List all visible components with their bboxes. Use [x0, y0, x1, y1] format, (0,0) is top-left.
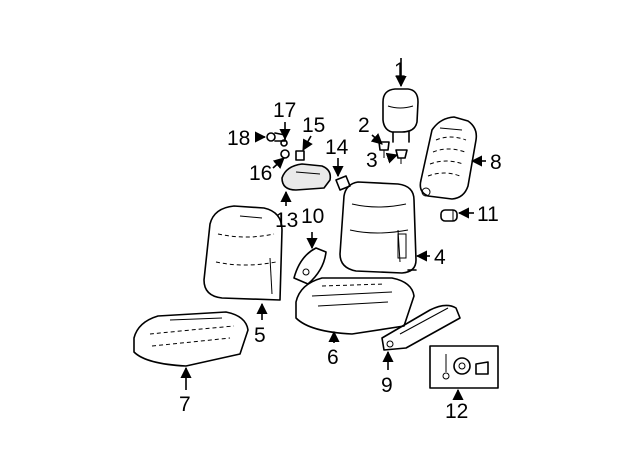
callout-11: 11 — [477, 203, 499, 226]
part-seatback-frame — [419, 116, 478, 200]
part-side-cover — [293, 247, 327, 285]
callout-1: 1 — [394, 59, 406, 82]
callout-18: 18 — [227, 127, 250, 150]
part-armrest-bracket — [335, 175, 351, 191]
callout-12: 12 — [445, 400, 468, 423]
part-armrest-washer — [280, 149, 290, 159]
callout-9: 9 — [381, 374, 393, 397]
part-armrest — [281, 163, 332, 191]
callout-13: 13 — [275, 209, 298, 232]
callout-14: 14 — [325, 136, 349, 159]
part-headrest-guide-lower — [395, 149, 408, 164]
part-cushion-cover — [295, 277, 415, 335]
part-seat-track — [381, 304, 461, 351]
callout-5: 5 — [254, 324, 266, 347]
callout-15: 15 — [302, 114, 325, 137]
callout-7: 7 — [179, 393, 191, 416]
part-cushion-pad — [133, 311, 249, 367]
callout-2: 2 — [358, 114, 370, 137]
callout-6: 6 — [327, 346, 339, 369]
part-hardware-kit — [429, 345, 499, 389]
callout-16: 16 — [249, 162, 272, 185]
part-headrest-guide-upper — [378, 141, 390, 158]
leader-lines — [180, 58, 486, 401]
part-headrest — [382, 88, 419, 143]
callout-4: 4 — [434, 246, 446, 269]
callout-17: 17 — [273, 99, 296, 122]
callout-8: 8 — [490, 151, 502, 174]
part-recline-knob — [440, 209, 458, 222]
part-seatback-pad — [203, 205, 283, 301]
part-armrest-screw — [295, 150, 305, 161]
part-seatback-cover — [339, 181, 417, 274]
callout-10: 10 — [301, 205, 324, 228]
callout-3: 3 — [366, 149, 378, 172]
